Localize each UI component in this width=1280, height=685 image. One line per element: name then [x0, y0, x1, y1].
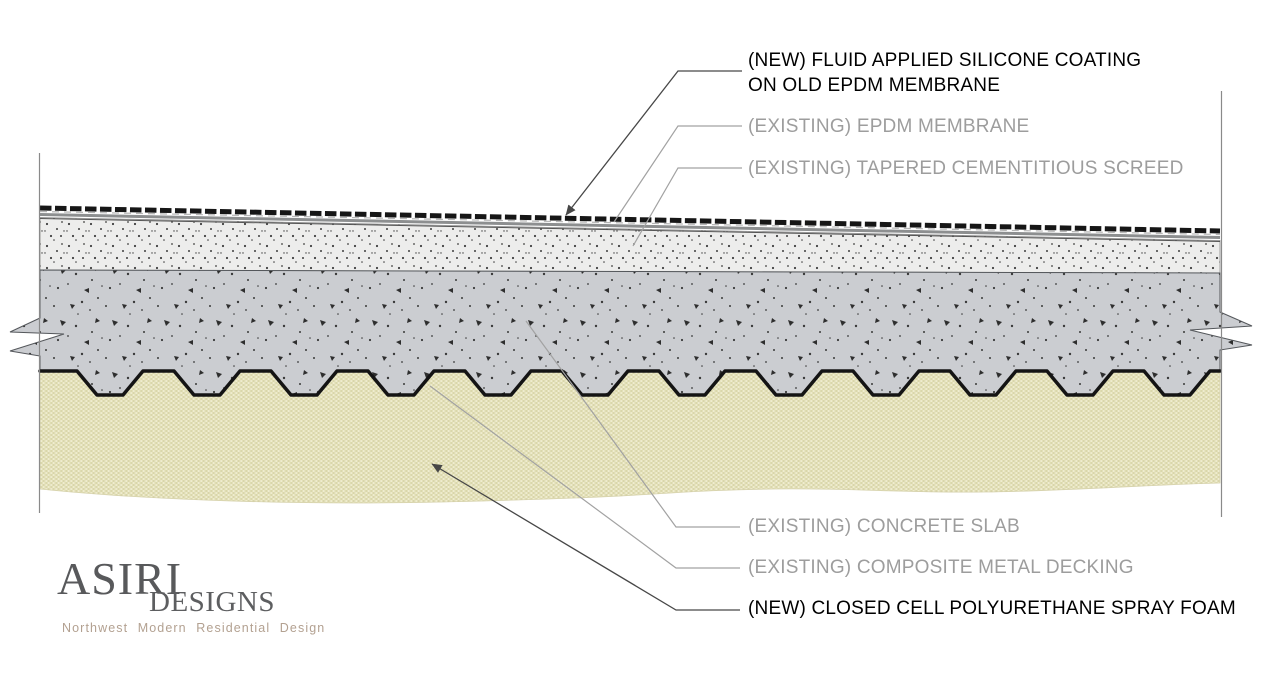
- logo-name: ASIRI: [57, 553, 183, 604]
- logo-suffix: DESIGNS: [149, 586, 275, 618]
- leader-concrete-slab: [525, 320, 740, 528]
- epdm-membrane-hatch: [39, 210, 1221, 236]
- leader-metal-decking: [429, 385, 740, 569]
- screed-top-line: [39, 218, 1221, 242]
- leader-epdm-membrane: [613, 125, 742, 223]
- callout-metal-decking: (EXISTING) COMPOSITE METAL DECKING: [748, 557, 1134, 578]
- callout-spray-foam: (NEW) CLOSED CELL POLYURETHANE SPRAY FOA…: [748, 598, 1236, 619]
- layer-metal-decking-profile: [38, 369, 1222, 397]
- layer-silicone-coating-dashes: [39, 205, 1221, 234]
- leader-silicone-coating: [565, 70, 742, 216]
- callout-concrete-slab: (EXISTING) CONCRETE SLAB: [748, 516, 1020, 537]
- callout-tapered-screed: (EXISTING) TAPERED CEMENTITIOUS SCREED: [748, 158, 1184, 179]
- layer-epdm-membrane: [39, 213, 1221, 239]
- leader-spray-foam: [431, 463, 740, 611]
- leader-tapered-screed: [632, 167, 742, 247]
- callout-silicone-coating: (NEW) FLUID APPLIED SILICONE COATING ON …: [748, 50, 1142, 96]
- logo-tagline: Northwest Modern Residential Design: [62, 621, 326, 635]
- callout-epdm-membrane: (EXISTING) EPDM MEMBRANE: [748, 116, 1030, 137]
